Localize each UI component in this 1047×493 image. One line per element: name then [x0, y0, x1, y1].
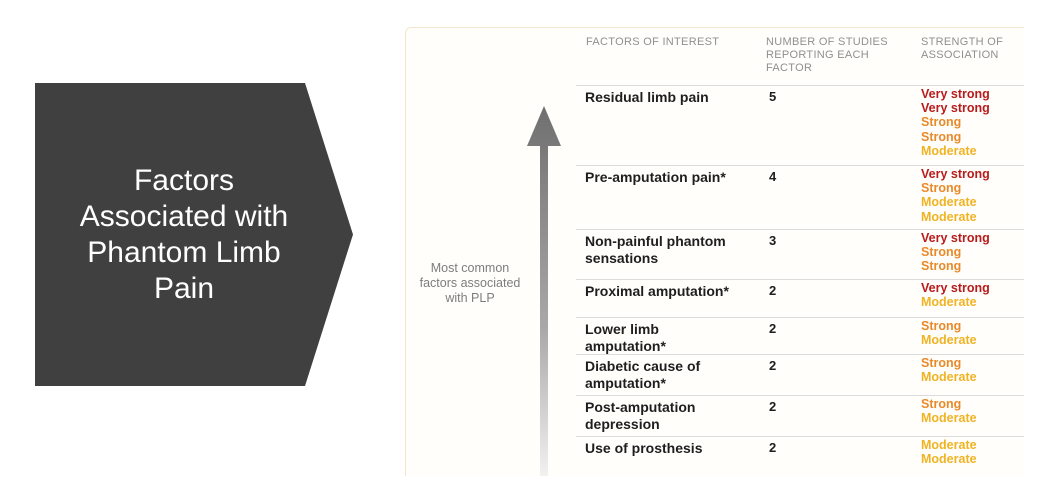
strength-label: Moderate	[921, 411, 977, 426]
factor-name: Diabetic cause of amputation*	[585, 358, 701, 391]
strength-label: Moderate	[921, 438, 977, 452]
side-label: Most common factors associated with PLP	[419, 261, 521, 305]
study-count: 2	[769, 440, 777, 455]
strength-label: Moderate	[921, 333, 977, 348]
study-count: 5	[769, 89, 777, 104]
page-title: Factors Associated with Phantom Limb Pai…	[79, 163, 289, 305]
factors-table-image: FACTORS OF INTEREST NUMBER OF STUDIES RE…	[405, 27, 1024, 476]
strength-label: Strong	[921, 181, 962, 196]
strength-label: Moderate	[921, 295, 977, 310]
factor-name: Non-painful phantom sensations	[585, 233, 726, 266]
factor-name: Residual limb pain	[585, 89, 709, 105]
strength-label: Very strong	[921, 87, 990, 101]
study-count: 2	[769, 321, 777, 336]
strength-label: Strong	[921, 319, 962, 333]
header-strength: STRENGTH OF ASSOCIATION	[921, 36, 1004, 61]
header-factors: FACTORS OF INTEREST	[586, 36, 720, 48]
strength-label: Moderate	[921, 370, 977, 385]
study-count: 4	[769, 169, 777, 184]
strength-label: Moderate	[921, 209, 977, 224]
factor-name: Pre-amputation pain*	[585, 169, 726, 185]
strength-label: Moderate	[921, 452, 977, 467]
factor-name: Post-amputation depression	[585, 399, 696, 432]
strength-label: Very strong	[921, 167, 990, 181]
study-count: 2	[769, 358, 777, 373]
table-row: Non-painful phantom sensations 3 Very stro…	[576, 229, 1024, 280]
strength-label: Very strong	[921, 231, 990, 245]
title-banner: Factors Associated with Phantom Limb Pai…	[35, 83, 353, 386]
study-count: 3	[769, 233, 777, 248]
strength-label: Strong	[921, 129, 962, 144]
strength-label: Strong	[921, 245, 962, 260]
strength-label: Strong	[921, 259, 962, 274]
header-studies: NUMBER OF STUDIES REPORTING EACH FACTOR	[766, 36, 888, 74]
study-count: 2	[769, 283, 777, 298]
strength-label: Very strong	[921, 101, 990, 116]
strength-label: Moderate	[921, 195, 977, 210]
strength-label: Strong	[921, 356, 962, 370]
strength-label: Moderate	[921, 143, 977, 158]
up-arrow-icon	[527, 106, 561, 476]
factor-name: Proximal amputation*	[585, 283, 729, 299]
factor-name: Use of prosthesis	[585, 440, 703, 456]
strength-label: Very strong	[921, 281, 990, 295]
strength-label: Strong	[921, 115, 962, 130]
study-count: 2	[769, 399, 777, 414]
chevron-shape	[35, 83, 353, 386]
factor-name: Lower limb amputation*	[585, 321, 666, 354]
banner-title-box: Factors Associated with Phantom Limb Pai…	[35, 83, 333, 386]
strength-label: Strong	[921, 397, 962, 411]
